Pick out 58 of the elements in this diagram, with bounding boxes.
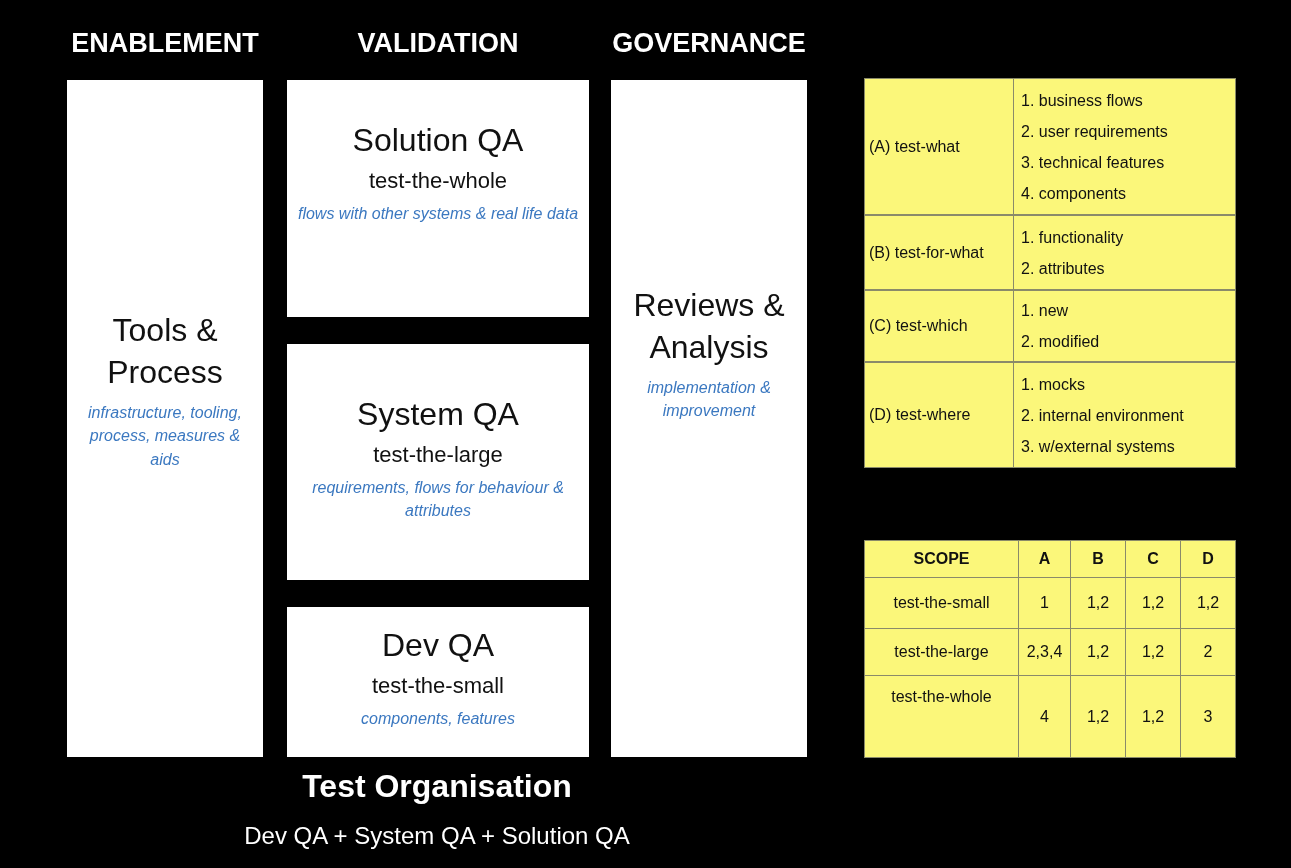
- column-header: C: [1125, 540, 1181, 578]
- table-cell: (D) test-where: [864, 362, 1014, 468]
- box-title: Tools & Process: [106, 311, 224, 392]
- table-cell: 1,2: [1070, 675, 1126, 758]
- table-cell: 1,2: [1125, 577, 1181, 629]
- list-item: 4. components: [1021, 183, 1127, 204]
- table-cell: (C) test-which: [864, 290, 1014, 362]
- table-cell: 4: [1018, 675, 1071, 758]
- table-cell: 2: [1180, 628, 1236, 676]
- table-cell: 1,2: [1070, 577, 1126, 629]
- box-title: System QA: [357, 395, 519, 434]
- table-cell: 2,3,4: [1018, 628, 1071, 676]
- list-item: 1. mocks: [1021, 374, 1086, 395]
- column-header: SCOPE: [864, 540, 1019, 578]
- qa-box: [287, 344, 589, 580]
- column-panel: [611, 80, 807, 757]
- list-item: 3. technical features: [1021, 152, 1166, 173]
- list-item: 1. functionality: [1021, 227, 1125, 248]
- column-panel: [67, 80, 263, 757]
- box-title: Dev QA: [382, 626, 494, 665]
- list-item: 3. w/external systems: [1021, 436, 1176, 457]
- box-subtitle: test-the-whole: [368, 167, 508, 194]
- column-heading: GOVERNANCE: [611, 28, 807, 59]
- title: Test Organisation: [301, 768, 573, 805]
- box-title: Solution QA: [352, 121, 524, 160]
- box-subtitle: test-the-small: [371, 672, 504, 699]
- list-item: 1. business flows: [1021, 90, 1144, 111]
- box-description: implementation & improvement: [646, 378, 772, 422]
- qa-box: [287, 80, 589, 317]
- list-item: 2. user requirements: [1021, 121, 1169, 142]
- column-header: A: [1018, 540, 1071, 578]
- box-title: Reviews & Analysis: [632, 286, 786, 367]
- table-cell: 1,2: [1125, 675, 1181, 758]
- caption: Dev QA + System QA + Solution QA: [243, 822, 631, 850]
- table-cell: 1,2: [1125, 628, 1181, 676]
- box-description: flows with other systems & real life data: [297, 203, 579, 224]
- column-header: B: [1070, 540, 1126, 578]
- table-cell: 1,2: [1070, 628, 1126, 676]
- column-heading: VALIDATION: [356, 28, 520, 59]
- box-description: infrastructure, tooling, process, measures & aids: [87, 403, 243, 470]
- box-description: components, features: [361, 708, 515, 729]
- table-cell: test-the-whole: [864, 675, 1019, 758]
- list-item: 2. internal environment: [1021, 405, 1185, 426]
- table-cell: 1,2: [1180, 577, 1236, 629]
- box-subtitle: test-the-large: [373, 441, 503, 468]
- list-item: 1. new: [1021, 301, 1070, 321]
- column-heading: ENABLEMENT: [70, 28, 260, 59]
- table-cell: (B) test-for-what: [864, 215, 1014, 290]
- list-item: 2. modified: [1021, 332, 1101, 352]
- table-cell: test-the-large: [864, 628, 1019, 676]
- table-cell: (A) test-what: [864, 78, 1014, 215]
- table-cell: 1: [1018, 577, 1071, 629]
- table-cell: test-the-small: [864, 577, 1019, 629]
- list-item: 2. attributes: [1021, 258, 1106, 279]
- table-cell: 3: [1180, 675, 1236, 758]
- column-header: D: [1180, 540, 1236, 578]
- qa-box: [287, 607, 589, 757]
- box-description: requirements, flows for behaviour & attributes: [311, 477, 565, 521]
